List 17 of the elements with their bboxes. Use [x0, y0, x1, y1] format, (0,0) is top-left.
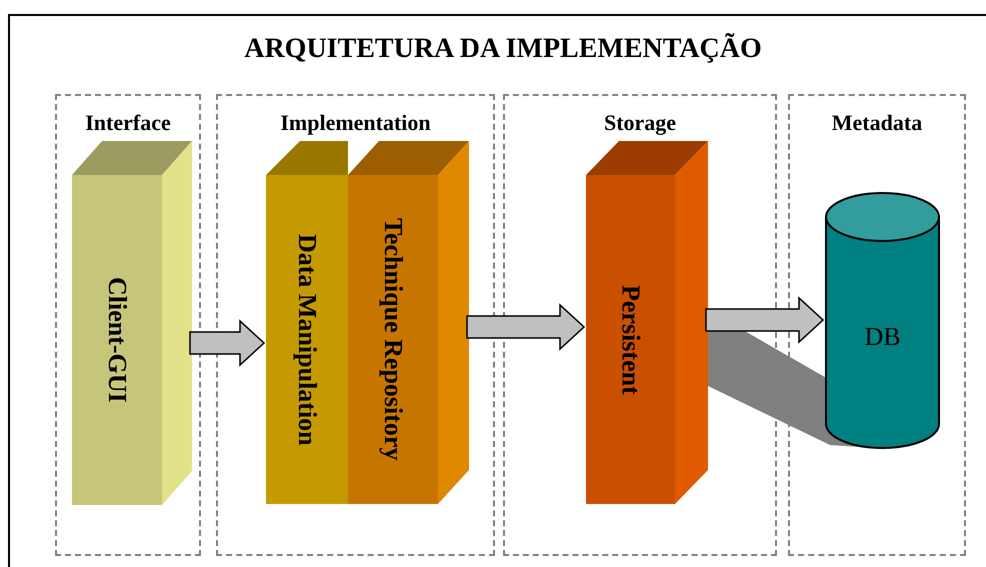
node-label: Data Manipulation	[294, 234, 320, 446]
layer-heading: Metadata	[832, 110, 922, 135]
layer-panel	[216, 94, 495, 556]
layer-panel	[788, 94, 966, 556]
block-arrow	[705, 296, 824, 344]
block-arrow	[189, 319, 266, 367]
layer-heading: Implementation	[280, 110, 431, 135]
diagram-title: ARQUITETURA DA IMPLEMENTAÇÃO	[244, 33, 762, 64]
node-label: Persistent	[618, 284, 644, 394]
node-label: Technique Repository	[380, 218, 406, 461]
layer-panel	[503, 94, 777, 556]
layer-heading: Interface	[85, 110, 171, 135]
node-label: Client-GUI	[104, 277, 130, 403]
block-arrow	[466, 303, 586, 351]
node-label: DB	[864, 322, 901, 351]
layer-heading: Storage	[604, 110, 676, 135]
layer-panel	[55, 94, 201, 556]
